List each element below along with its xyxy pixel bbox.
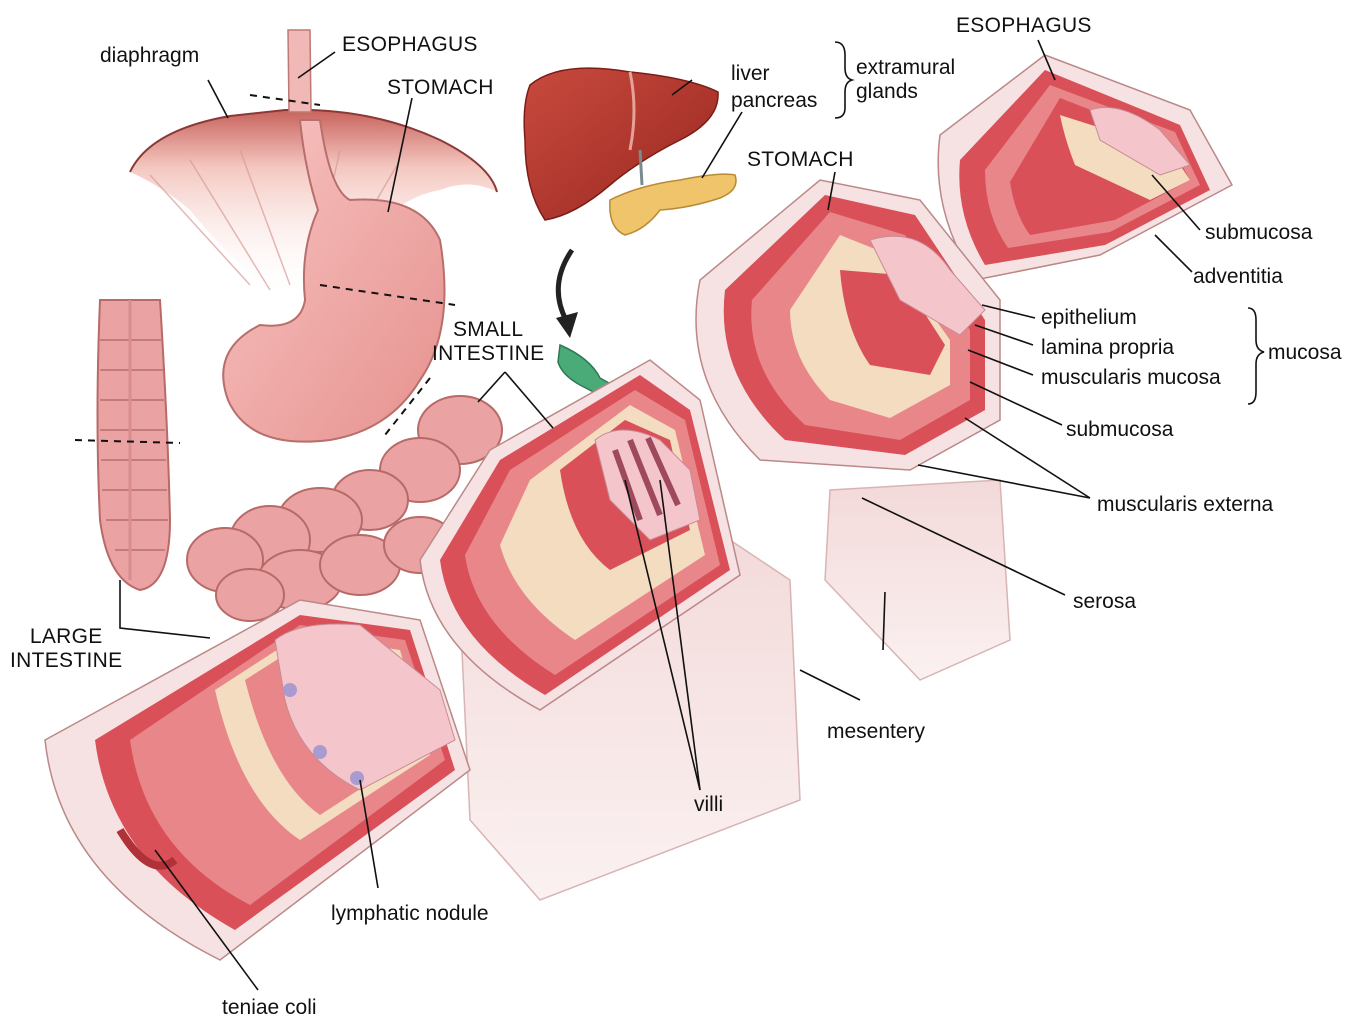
label-adventitia: adventitia [1193,265,1283,289]
esophagus-section [938,55,1232,280]
label-muscularis-externa: muscularis externa [1097,493,1273,517]
label-epithelium: epithelium [1041,306,1137,330]
label-serosa: serosa [1073,590,1136,614]
label-diaphragm: diaphragm [100,44,199,68]
label-muscularis-mucosa: muscularis mucosa [1041,366,1221,390]
large-intestine-colon [98,300,171,590]
label-pancreas: pancreas [731,89,817,113]
label-teniae-coli: teniae coli [222,996,317,1020]
label-liver: liver [731,62,770,86]
label-mucosa: mucosa [1268,341,1342,365]
bile-duct-connection [640,150,642,185]
label-stomach-left: STOMACH [387,76,494,100]
label-lamina-propria: lamina propria [1041,336,1174,360]
pancreas-organ [610,174,736,235]
curved-arrow [556,250,578,338]
label-esophagus-left: ESOPHAGUS [342,33,478,57]
label-villi: villi [694,793,723,817]
label-small-intestine: SMALL INTESTINE [432,318,544,366]
label-large-intestine: LARGE INTESTINE [10,625,122,673]
brace-mucosa [1248,308,1264,404]
label-submucosa-esophagus: submucosa [1205,221,1312,245]
label-extramural-glands: extramural glands [856,56,955,104]
label-esophagus-right: ESOPHAGUS [956,14,1092,38]
label-lymphatic-nodule: lymphatic nodule [331,902,489,926]
brace-extramural [835,42,852,118]
label-stomach-right: STOMACH [747,148,854,172]
label-submucosa-stomach: submucosa [1066,418,1173,442]
label-mesentery: mesentery [827,720,925,744]
